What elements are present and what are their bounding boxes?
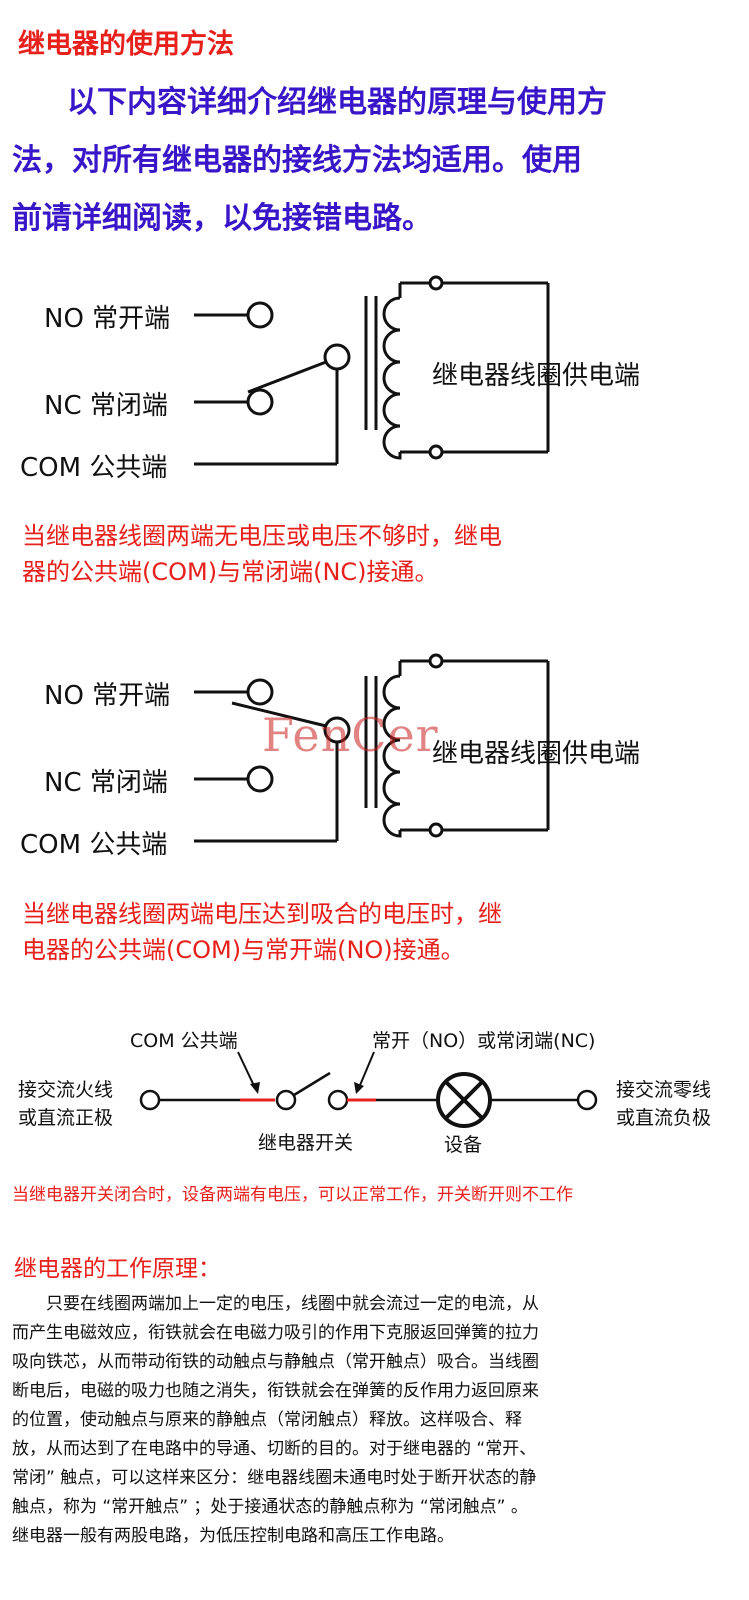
intro-line: 以下内容详细介绍继电器的原理与使用方	[67, 85, 607, 120]
paragraph-line: 而产生电磁效应，衔铁就会在电磁力吸引的作用下克服返回弹簧的拉力	[12, 1323, 539, 1343]
circuit-com-label: COM 公共端	[130, 1030, 238, 1052]
paragraph-line: 吸向铁芯，从而带动衔铁的动触点与静触点（常开触点）吸合。当线圈	[12, 1352, 539, 1372]
switch-blade	[293, 1071, 331, 1097]
state-note-2: 当继电器线圈两端电压达到吸合的电压时，继 电器的公共端(COM)与常开端(NO)…	[22, 896, 502, 968]
paragraph-line: 的位置，使动触点与原来的静触点（常闭触点）释放。这样吸合、释	[12, 1410, 522, 1430]
paragraph-line: 触点，称为 “常开触点” ；处于接通状态的静触点称为 “常闭触点” 。	[12, 1497, 528, 1517]
circuit-no-nc-label: 常开（NO）或常闭端(NC)	[372, 1030, 596, 1052]
left-terminal	[139, 1089, 161, 1111]
label-line: 接交流零线	[616, 1079, 712, 1101]
armature	[247, 360, 327, 394]
note-line: 当继电器线圈两端电压达到吸合的电压时，继	[22, 900, 502, 928]
switch-label: 继电器开关	[258, 1132, 354, 1154]
no-terminal	[246, 678, 274, 706]
principle-title: 继电器的工作原理：	[14, 1256, 221, 1282]
note-line: 器的公共端(COM)与常闭端(NC)接通。	[22, 558, 439, 586]
nc-terminal	[246, 765, 274, 793]
coil-terminal-bottom	[428, 444, 444, 460]
device-label: 设备	[444, 1134, 483, 1156]
coil-label: 继电器线圈供电端	[432, 361, 641, 391]
page-title: 继电器的使用方法	[18, 29, 234, 60]
no-label: NO 常开端	[44, 681, 171, 711]
no-label: NO 常开端	[44, 304, 171, 334]
label-line: 接交流火线	[18, 1079, 114, 1101]
nc-label: NC 常闭端	[44, 768, 168, 798]
paragraph-line: 断电后，电磁的吸力也随之消失，衔铁就会在弹簧的反作用力返回原来	[12, 1381, 539, 1401]
paragraph-line: 只要在线圈两端加上一定的电压，线圈中就会流过一定的电流，从	[46, 1294, 539, 1314]
note-line: 当继电器线圈两端无电压或电压不够时，继电	[22, 522, 502, 550]
watermark: FenCer	[262, 708, 439, 762]
nc-terminal	[246, 388, 274, 416]
coil-label: 继电器线圈供电端	[432, 739, 641, 769]
switch-com-contact	[275, 1089, 297, 1111]
intro-line: 法，对所有继电器的接线方法均适用。使用	[12, 143, 582, 178]
circuit-left-label: 接交流火线 或直流正极	[18, 1076, 113, 1132]
paragraph-line: 继电器一般有两股电路，为低压控制电路和高压工作电路。	[12, 1526, 454, 1546]
intro-text: 以下内容详细介绍继电器的原理与使用方 法，对所有继电器的接线方法均适用。使用 前…	[12, 74, 737, 248]
circuit-diagram	[139, 1051, 598, 1128]
circuit-note: 当继电器开关闭合时，设备两端有电压，可以正常工作，开关断开则不工作	[12, 1185, 573, 1205]
label-line: 或直流正极	[18, 1107, 114, 1129]
com-label: COM 公共端	[20, 830, 168, 860]
paragraph-line: 常闭” 触点，可以这样来区分：继电器线圈未通电时处于断开状态的静	[12, 1468, 537, 1488]
com-label: COM 公共端	[20, 453, 168, 483]
com-pivot	[323, 343, 351, 371]
note-line: 电器的公共端(COM)与常开端(NO)接通。	[22, 936, 465, 964]
paragraph-line: 放，从而达到了在电路中的导通、切断的目的。对于继电器的 “常开、	[12, 1439, 537, 1459]
right-terminal	[576, 1089, 598, 1111]
label-line: 或直流负极	[616, 1107, 712, 1129]
circuit-right-label: 接交流零线 或直流负极	[616, 1076, 711, 1132]
coil	[382, 296, 402, 460]
switch-no-contact	[327, 1089, 349, 1111]
intro-line: 前请详细阅读，以免接错电路。	[12, 201, 432, 236]
coil-terminal-top	[428, 275, 444, 291]
state-note-1: 当继电器线圈两端无电压或电压不够时，继电 器的公共端(COM)与常闭端(NC)接…	[22, 518, 502, 590]
nc-label: NC 常闭端	[44, 391, 168, 421]
principle-paragraph: 只要在线圈两端加上一定的电压，线圈中就会流过一定的电流，从 而产生电磁效应，衔铁…	[12, 1290, 692, 1551]
no-terminal	[246, 301, 274, 329]
lamp-icon	[436, 1072, 492, 1128]
